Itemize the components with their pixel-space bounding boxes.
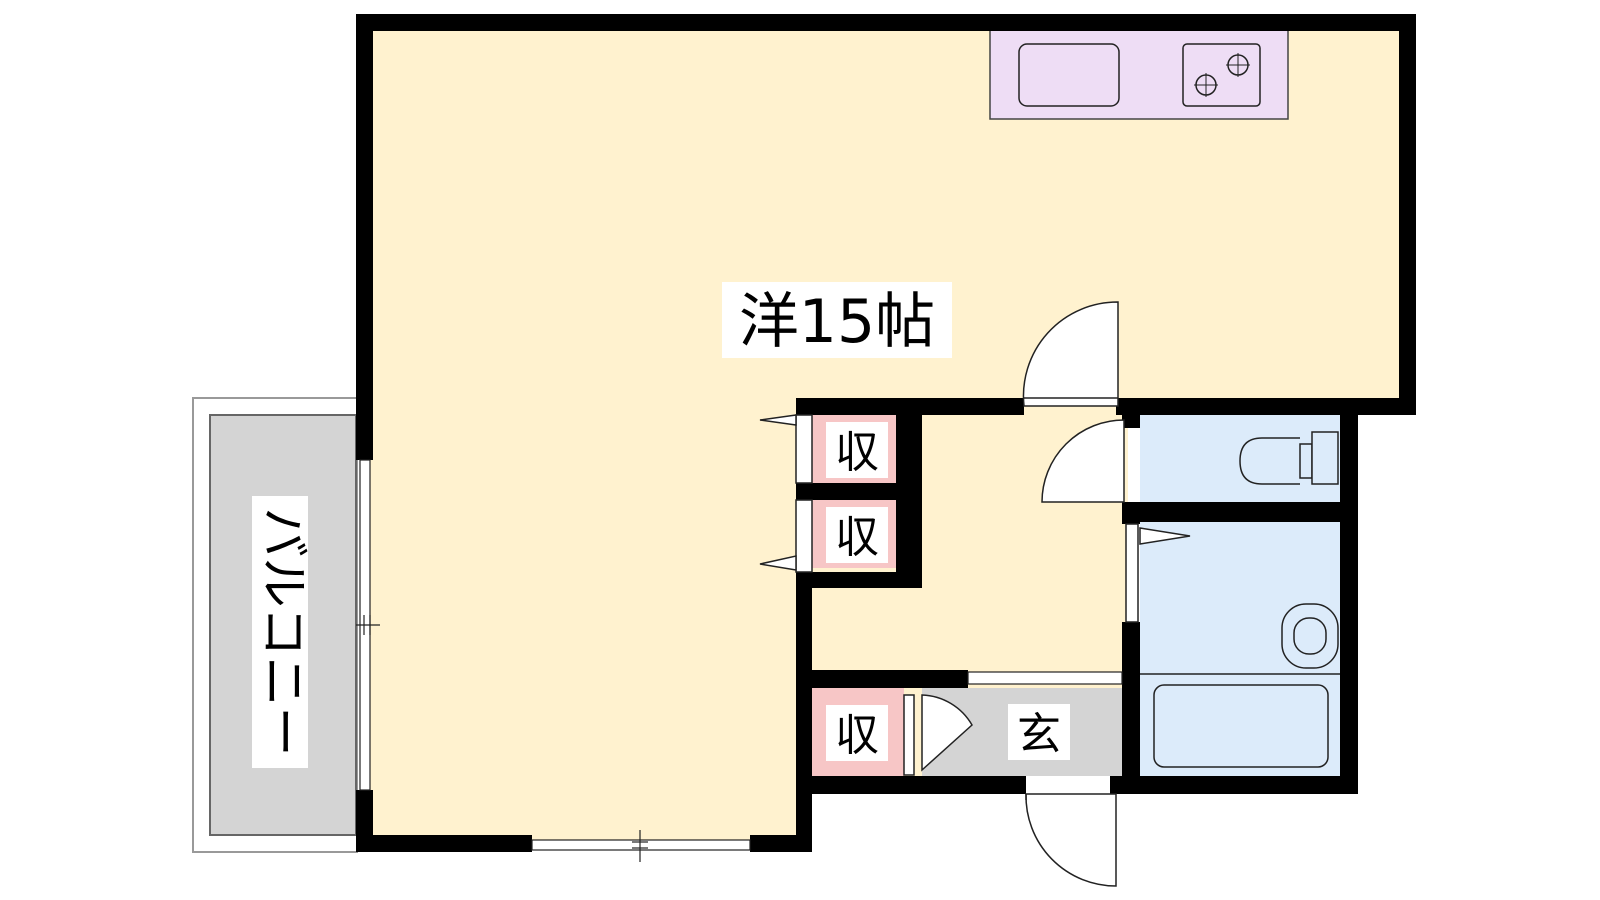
main-room-label-bg — [722, 282, 952, 358]
entrance-label-bg — [1008, 704, 1070, 760]
door-swing-icon — [759, 301, 1191, 887]
window-balcony — [356, 459, 380, 791]
main-room-label: 洋15帖 — [739, 287, 935, 357]
toilet-icon — [1239, 431, 1339, 485]
storage-label-bg-3 — [826, 705, 888, 761]
washbasin-icon — [1281, 603, 1339, 669]
main-room-floor — [364, 22, 1408, 842]
balcony-label: バルコニー — [255, 508, 313, 757]
balcony-label-bg — [252, 496, 308, 768]
storage-label-2: 収 — [835, 512, 879, 563]
storage-label-bg-2 — [826, 507, 888, 563]
storage-label-bg-1 — [826, 422, 888, 478]
window-south — [531, 830, 751, 862]
entrance-door-frame — [967, 671, 1123, 685]
bathtub-icon — [1153, 684, 1329, 768]
storage-label-1: 収 — [835, 427, 879, 478]
sink-icon — [1018, 43, 1120, 107]
stove-icon — [1182, 43, 1261, 107]
storage-label-3: 収 — [835, 710, 879, 761]
entrance-label: 玄 — [1017, 709, 1061, 760]
